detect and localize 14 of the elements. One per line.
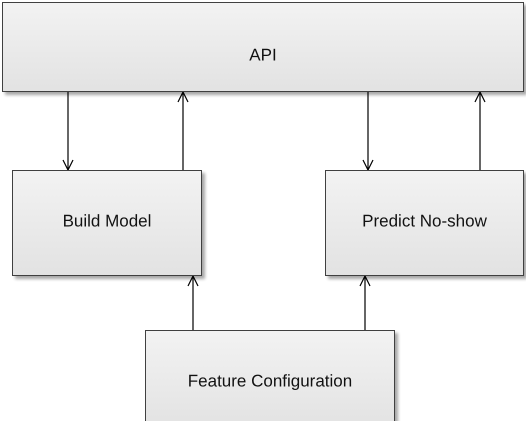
arrow [177, 91, 189, 170]
process-box [145, 330, 395, 421]
arrow [359, 275, 371, 330]
process-box [12, 170, 202, 276]
process-box [325, 170, 524, 276]
arrow [474, 91, 486, 170]
box-label: API [248, 44, 278, 66]
box-label: Build Model [62, 210, 152, 232]
arrow [362, 92, 374, 171]
arrow [62, 92, 74, 171]
box-label: Feature Configuration [186, 370, 354, 392]
arrow [187, 275, 199, 330]
box-label: Predict No-show [361, 210, 488, 232]
process-box [2, 2, 524, 92]
